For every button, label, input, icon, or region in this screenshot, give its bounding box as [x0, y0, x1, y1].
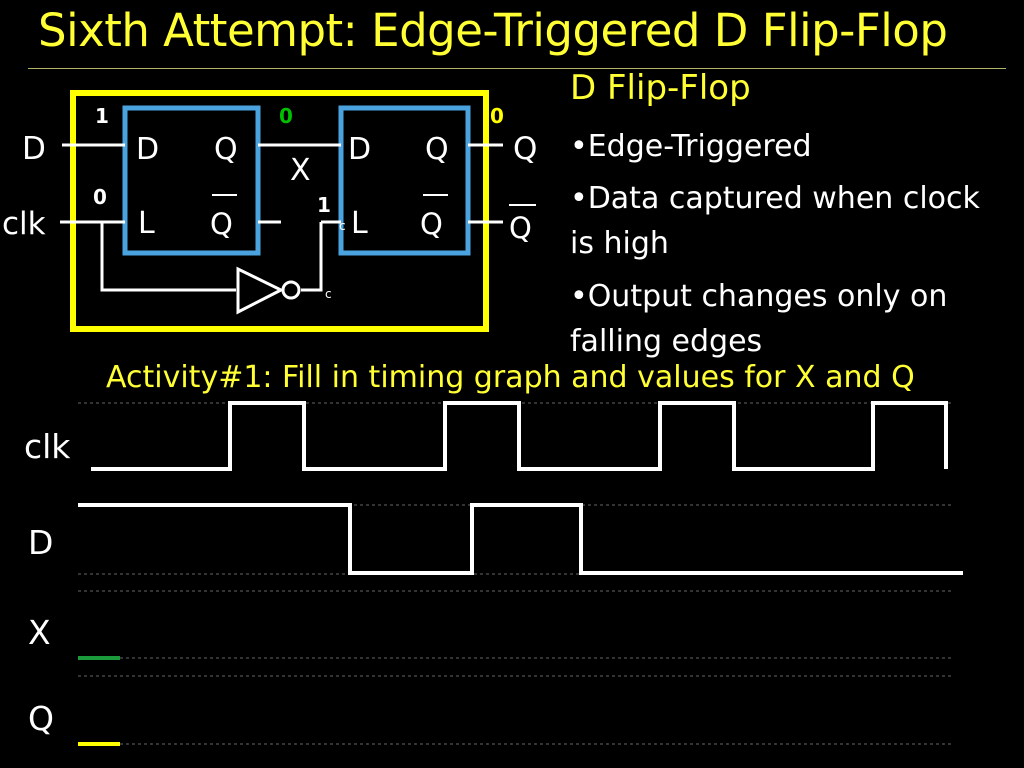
slave-latch	[338, 105, 471, 256]
d-input-value: 1	[95, 104, 109, 128]
signal-label-d: D	[28, 523, 54, 562]
output-q-label: Q	[513, 131, 537, 167]
flip-flop-enclosure	[70, 90, 489, 332]
master-qbar-pin: Q	[210, 207, 233, 241]
clk-waveform	[91, 401, 948, 471]
master-l-pin: L	[138, 206, 155, 241]
activity-prompt: Activity#1: Fill in timing graph and val…	[106, 360, 915, 395]
slave-q-pin: Q	[425, 132, 449, 167]
signal-label-x: X	[28, 613, 51, 652]
clk-input-value: 0	[93, 185, 107, 209]
wires	[60, 143, 503, 292]
inverter-gate	[236, 266, 285, 315]
master-latch	[122, 105, 261, 256]
input-clk-label: clk	[2, 206, 46, 242]
internal-node-x: X	[290, 153, 311, 188]
bullet-edge-triggered: •Edge-Triggered	[570, 129, 812, 164]
slave-d-pin: D	[348, 132, 371, 167]
slide-title: Sixth Attempt: Edge-Triggered D Flip-Flo…	[38, 4, 948, 57]
x-node-value: 0	[279, 104, 293, 128]
title-divider	[28, 68, 1006, 69]
master-d-pin: D	[136, 132, 159, 167]
slave-qbar-pin: Q	[420, 207, 443, 241]
input-d-label: D	[22, 131, 46, 167]
output-qbar-label: Q	[509, 211, 532, 245]
bullet-data-captured: •Data captured when clock is high	[570, 181, 980, 261]
inverter-clock-node-label: c	[325, 287, 332, 301]
q-output-value: 0	[490, 104, 504, 128]
slave-clk-value: 1	[317, 193, 331, 217]
d-waveform	[78, 503, 963, 575]
notes-heading: D Flip-Flop	[570, 68, 751, 108]
signal-label-clk: clk	[24, 427, 71, 466]
bullet-output-changes: •Output changes only on falling edges	[570, 279, 948, 359]
clock-node-label: c	[339, 219, 346, 233]
slave-l-pin: L	[351, 206, 368, 241]
master-q-pin: Q	[214, 132, 238, 167]
inverter-bubble	[281, 280, 301, 300]
signal-label-q: Q	[28, 699, 54, 738]
